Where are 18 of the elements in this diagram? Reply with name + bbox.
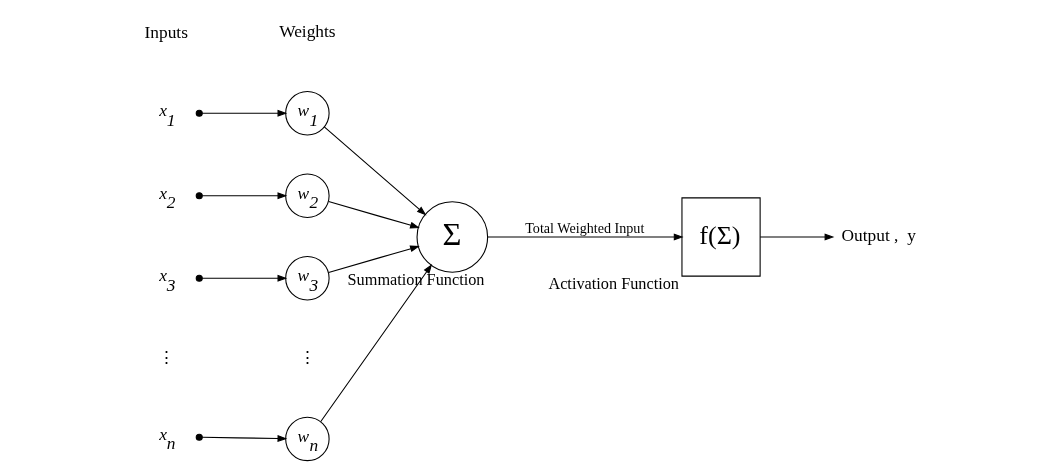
label: ⋮ <box>158 347 176 367</box>
arrow <box>323 125 427 215</box>
label: Weights <box>279 21 336 41</box>
arrow <box>320 263 433 422</box>
arrow <box>195 191 288 199</box>
arrow <box>195 109 288 117</box>
node-label: Activation Function <box>548 273 679 293</box>
arrow <box>195 433 288 442</box>
node-box: f(Σ) <box>681 196 761 277</box>
arrow <box>759 233 835 240</box>
node-text: Output , y <box>841 225 916 245</box>
label: ⋮ <box>298 347 316 367</box>
label: Inputs <box>144 22 188 42</box>
arrow <box>195 274 288 282</box>
arrow <box>487 233 684 240</box>
edge-label: Total Weighted Input <box>525 219 645 236</box>
arrow <box>328 245 420 273</box>
arrow <box>328 200 420 228</box>
